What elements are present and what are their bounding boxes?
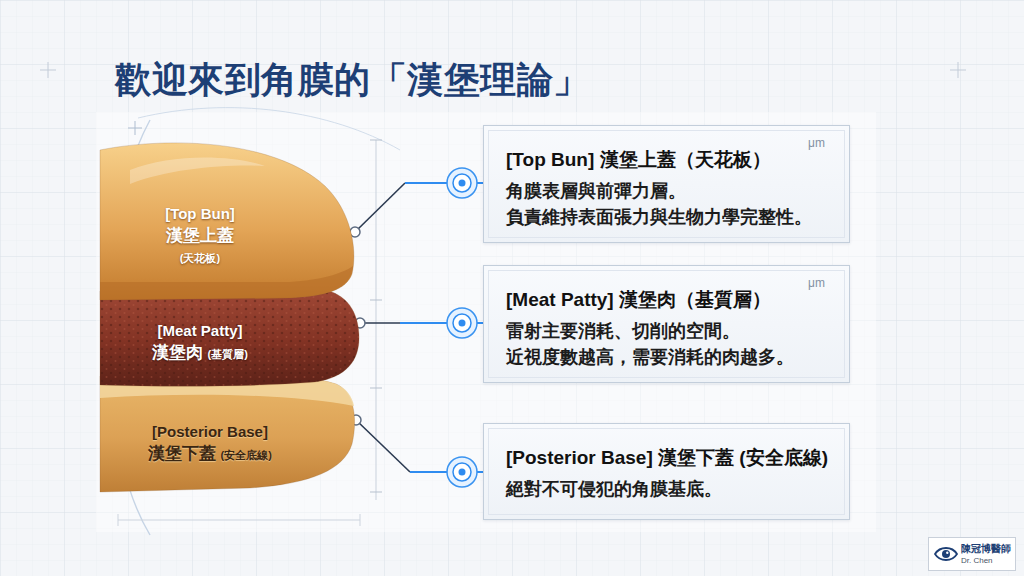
layer-tag: [Posterior Base] [152,423,268,440]
label-line: 漢堡下蓋 (安全底線) [110,443,310,465]
layer-name: 漢堡上蓋 [166,226,234,245]
unit-mark: μm [808,276,825,290]
callout-card: [Posterior Base] 漢堡下蓋 (安全底線) 絕對不可侵犯的角膜基底。 [483,423,850,520]
layer-outline [100,285,359,386]
label-line: [Top Bun] [140,204,260,225]
layer-name: 漢堡下蓋 [148,444,216,463]
callout-heading: [Top Bun] 漢堡上蓋（天花板） [506,146,835,174]
doctor-name: 陳冠博醫師 [961,543,1009,556]
layer-tag: [Top Bun] [165,205,235,222]
doctor-name-latin: Dr. Chen [961,556,1009,566]
doctor-logo: 陳冠博醫師Dr. Chen [928,537,1016,571]
layer-label: [Top Bun] 漢堡上蓋 (天花板) [140,204,260,268]
callout-body: 絕對不可侵犯的角膜基底。 [506,476,835,502]
callout-body: 角膜表層與前彈力層。 負責維持表面張力與生物力學完整性。 [506,178,835,230]
callout-heading: [Meat Patty] 漢堡肉（基質層） [506,286,835,314]
label-line: (天花板) [140,247,260,268]
eye-outline [935,548,957,560]
top-bun-layer: [Top Bun] 漢堡上蓋 (天花板) [100,140,355,300]
leader-line [355,183,405,232]
target-icon [447,168,477,198]
layer-name: 漢堡肉 [152,343,203,362]
layer-outline [100,371,355,492]
target-icon [447,308,477,338]
layer-label: [Posterior Base] 漢堡下蓋 (安全底線) [110,422,310,465]
layer-note: (基質層) [208,348,248,360]
leader-line [356,420,410,472]
label-line: [Posterior Base] [110,422,310,443]
layer-shading [100,371,354,406]
layer-outline [100,143,354,300]
eye-glint [946,552,948,554]
eye-icon [934,545,958,563]
unit-mark: μm [808,136,825,150]
callout-body: 雷射主要消耗、切削的空間。 近視度數越高，需要消耗的肉越多。 [506,318,835,370]
meat-texture-fill [100,285,359,386]
slide-title: 歡迎來到角膜的「漢堡理論」 [115,56,590,105]
leader-line [360,322,400,324]
layer-tag: [Meat Patty] [157,322,242,339]
callout-card: [Meat Patty] 漢堡肉（基質層） 雷射主要消耗、切削的空間。 近視度數越… [483,265,850,383]
layer-note: (安全底線) [221,449,272,461]
layer-label: [Meat Patty] 漢堡肉 (基質層) [100,321,300,364]
callout-card: [Top Bun] 漢堡上蓋（天花板） 角膜表層與前彈力層。 負責維持表面張力與生… [483,125,850,243]
callout-heading: [Posterior Base] 漢堡下蓋 (安全底線) [506,444,835,472]
target-icon [447,457,477,487]
eye-iris [942,550,950,558]
label-line: 漢堡肉 (基質層) [100,342,300,364]
layer-shading [130,157,265,184]
layer-shading [100,266,353,300]
label-line: 漢堡上蓋 [140,225,260,247]
label-line: [Meat Patty] [100,321,300,342]
layer-note: (天花板) [180,252,220,264]
